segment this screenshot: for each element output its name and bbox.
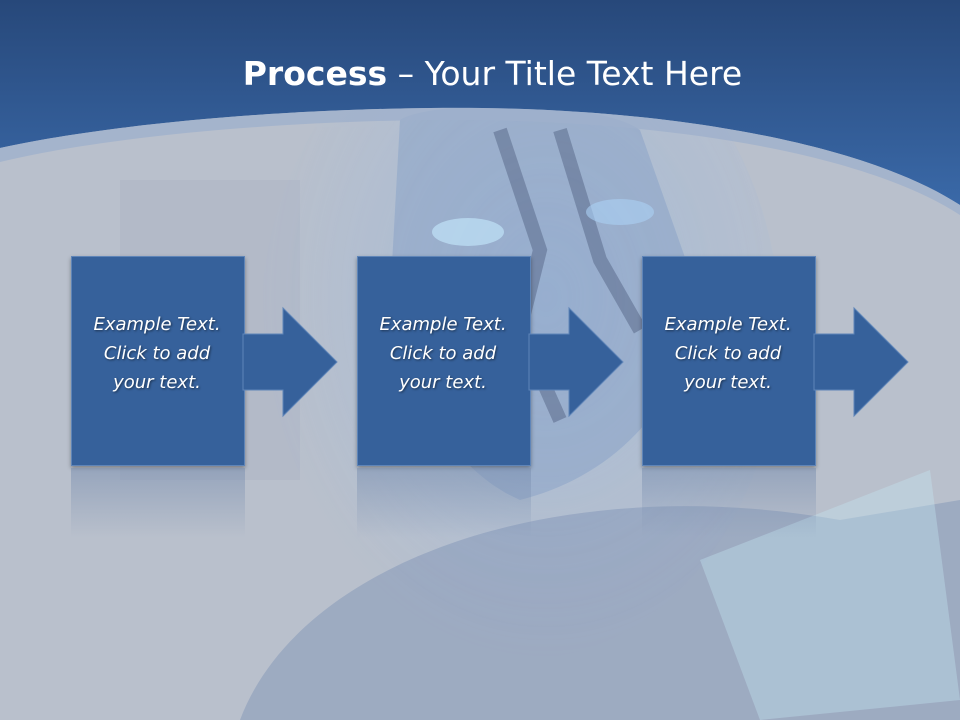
step-text[interactable]: Example Text. Click to add your text. bbox=[642, 310, 814, 397]
step-text-line-2: Click to add bbox=[674, 343, 782, 364]
process-step-1[interactable]: Example Text. Click to add your text. bbox=[71, 256, 338, 466]
step-text-line-1: Example Text. bbox=[379, 314, 507, 335]
slide-title[interactable]: Process – Your Title Text Here bbox=[0, 52, 960, 96]
step-text-line-3: your text. bbox=[113, 372, 201, 393]
step-text[interactable]: Example Text. Click to add your text. bbox=[357, 310, 529, 397]
step-box[interactable] bbox=[357, 256, 531, 466]
step-text-line-1: Example Text. bbox=[93, 314, 221, 335]
step-reflection bbox=[357, 468, 531, 538]
process-step-2[interactable]: Example Text. Click to add your text. bbox=[357, 256, 624, 466]
title-rest: – Your Title Text Here bbox=[387, 54, 743, 93]
step-text[interactable]: Example Text. Click to add your text. bbox=[71, 310, 243, 397]
step-text-line-3: your text. bbox=[399, 372, 487, 393]
step-text-line-1: Example Text. bbox=[664, 314, 792, 335]
right-arrow-icon bbox=[813, 306, 909, 418]
step-text-line-3: your text. bbox=[684, 372, 772, 393]
step-reflection bbox=[71, 468, 245, 538]
step-text-line-2: Click to add bbox=[389, 343, 497, 364]
step-reflection bbox=[642, 468, 816, 538]
right-arrow-icon bbox=[242, 306, 338, 418]
step-box[interactable] bbox=[71, 256, 245, 466]
process-step-3[interactable]: Example Text. Click to add your text. bbox=[642, 256, 909, 466]
title-bold-word: Process bbox=[242, 54, 388, 93]
right-arrow-icon bbox=[528, 306, 624, 418]
step-box[interactable] bbox=[642, 256, 816, 466]
step-text-line-2: Click to add bbox=[103, 343, 211, 364]
